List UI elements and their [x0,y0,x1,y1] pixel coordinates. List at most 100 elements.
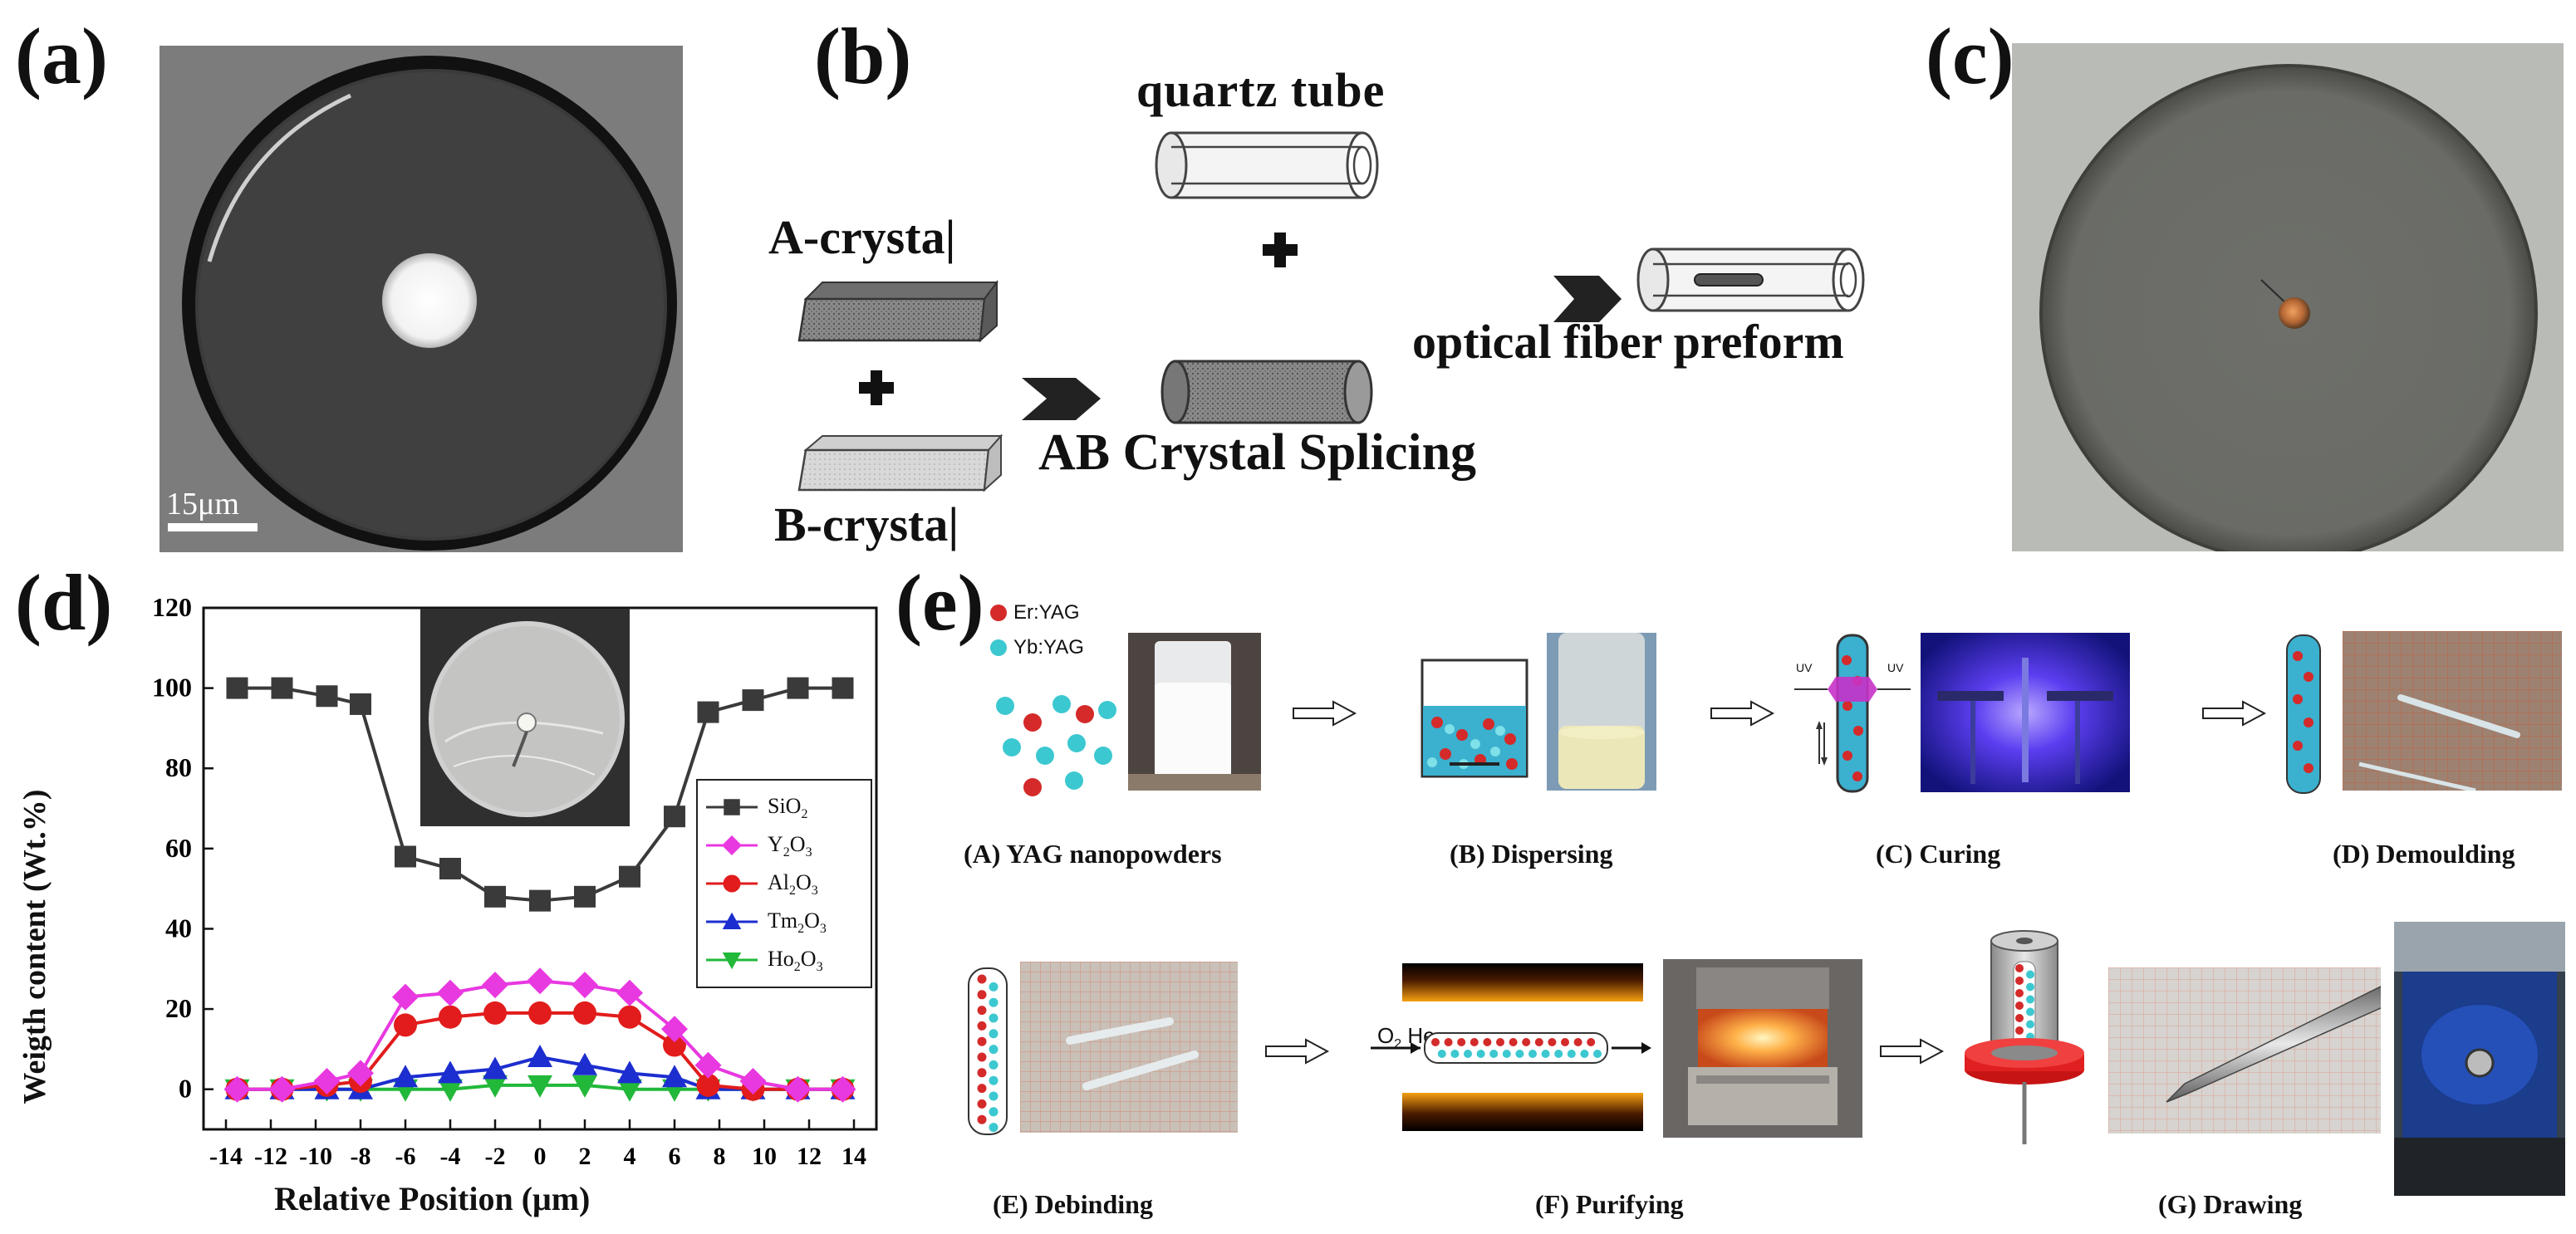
particle-dot [2015,1026,2024,1035]
data-point-diamond [616,979,643,1006]
particle-dot [2026,982,2034,992]
nanopowder-particles [996,695,1116,796]
data-point-triangle [662,1065,687,1088]
dispersing-bottle-photo [1547,633,1656,791]
data-point-diamond [739,1068,767,1095]
data-point-circle [483,1001,507,1025]
particle-dot [977,1052,987,1062]
data-point-triangle-down [572,1075,597,1098]
process-arrow-icon-4 [1265,1038,1330,1065]
a-crystal-rod [797,280,999,343]
optical-fiber-preform [1636,247,1865,312]
legend-entry: Y2O3 [698,829,871,862]
particle-dot [1450,1050,1460,1058]
data-point-square [226,677,248,699]
panel-label-c: (c) [1926,12,2014,100]
demoulded-rod [2286,634,2321,794]
particle-dot [989,1107,999,1117]
particle-dot [977,990,987,1000]
particle-dot [989,1060,999,1070]
data-point-diamond [784,1075,812,1103]
drawn-preform-photo [2108,967,2381,1134]
chart-x-axis-label: Relative Position (μm) [274,1180,591,1217]
particle-dot [2015,989,2024,997]
purifying-furnace-diagram [1371,963,1651,1131]
particle-dot [989,1045,999,1055]
particle-dot [989,997,999,1007]
data-point-diamond [313,1068,341,1095]
legend-label: Y2O3 [768,832,812,860]
data-point-square [439,858,461,879]
fiber-cross-section-photo-c [2012,43,2564,551]
curing-mold [1794,634,1911,793]
data-point-diamond [482,972,508,999]
y-tick-label: 80 [165,752,192,782]
data-point-diamond [694,1051,722,1079]
step-caption-g: (G) Drawing [2158,1189,2303,1219]
particle-dot [1541,1050,1550,1058]
x-tick-label: -8 [351,1143,371,1170]
x-tick-label: 12 [797,1143,822,1170]
particle-dot [1509,1038,1518,1046]
particle-dot [1483,1038,1492,1046]
data-point-diamond [722,835,742,855]
particle-dot [1561,1038,1569,1046]
particle-dot [977,1099,987,1109]
purifying-furnace-photo [1663,959,1862,1138]
panel-label-a: (a) [15,12,108,100]
particle-dot [2026,995,2034,1004]
data-point-square [574,885,596,908]
step-caption-e: (E) Debinding [993,1189,1153,1219]
panel-label-d: (d) [15,558,113,647]
data-point-triangle-down [438,1079,463,1102]
fiber-cross-section-photo-a: 15μm [159,46,683,552]
particle-dot [1522,1038,1531,1046]
particle-dot [989,1091,999,1101]
data-point-square [664,806,685,828]
particle-dot [989,1029,999,1039]
data-point-diamond [437,979,464,1006]
process-arrow-icon-2 [1710,700,1775,727]
y-tick-label: 60 [165,833,192,863]
x-tick-label: -12 [254,1143,287,1170]
legend-label: Tm2O3 [768,908,827,937]
particle-dot [1528,1050,1537,1058]
crystal-splicing-diagram [797,131,1865,492]
data-point-circle [439,1005,462,1029]
x-tick-label: -14 [209,1143,243,1170]
x-tick-label: 8 [714,1143,726,1170]
data-point-diamond [572,972,598,999]
panel-label-b: (b) [814,12,912,100]
particle-dot [989,1123,999,1133]
data-point-square [316,685,338,708]
particle-dot [1573,1038,1582,1046]
debinding-photo [1020,962,1238,1133]
process-arrow-icon-5 [1880,1038,1945,1065]
uv-label-left: UV [1796,661,1813,674]
particle-dot [1534,1038,1543,1046]
step-caption-d: (D) Demoulding [2333,839,2515,869]
drawing-tower-photo [2394,922,2565,1196]
chart-y-axis-label: Weigth content (Wt.%) [17,789,52,1104]
quartz-tube [1155,131,1379,199]
step-caption-a: (A) YAG nanopowders [964,839,1222,869]
plus-sign-left [859,370,894,405]
data-point-diamond [527,967,553,995]
b-crystal-label: B-crysta| [774,497,959,551]
particle-dot [2015,1001,2024,1010]
a-crystal-label: A-crysta| [768,210,956,264]
data-point-circle [528,1001,552,1025]
particle-dot [1476,1050,1485,1058]
particle-dot [1470,1038,1479,1046]
data-point-square [832,677,854,699]
particle-dot [977,1084,987,1094]
data-point-triangle [722,912,742,929]
particle-dot [989,1075,999,1085]
data-point-triangle [617,1060,642,1084]
process-arrow-icon-1 [1293,700,1357,727]
data-point-triangle-down [617,1079,642,1102]
legend-entry: Tm2O3 [698,905,871,938]
y-tick-label: 40 [165,913,192,943]
